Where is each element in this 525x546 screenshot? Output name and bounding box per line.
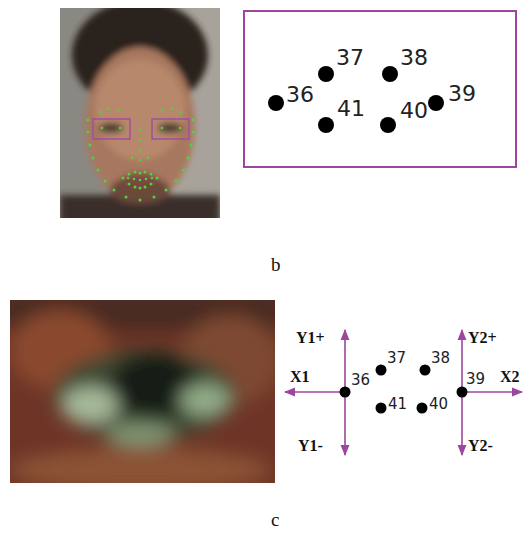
axis-label: Y2+ <box>468 330 497 346</box>
subfigure-letter: b <box>271 255 281 274</box>
landmark-dots <box>340 365 468 414</box>
landmark-number: 36 <box>286 84 314 106</box>
landmark-number: 40 <box>400 100 428 122</box>
subfigure-letter: c <box>271 510 279 529</box>
face-photo <box>60 8 220 218</box>
landmark-number: 41 <box>337 98 365 120</box>
landmark-number: 41 <box>388 397 407 412</box>
axis-label: X2 <box>500 369 520 385</box>
axis-label: Y1- <box>298 438 323 454</box>
eye-closeup <box>10 300 275 483</box>
landmark-number: 40 <box>429 397 448 412</box>
landmark-number: 37 <box>336 47 364 69</box>
landmark-number: 38 <box>431 351 450 366</box>
axis-arrows <box>285 330 522 455</box>
landmark-number: 39 <box>448 83 476 105</box>
landmark-number: 39 <box>466 372 485 387</box>
axis-label: Y1+ <box>296 330 325 346</box>
landmark-box: 36 37 38 41 40 39 <box>243 10 517 168</box>
axis-label: Y2- <box>468 438 493 454</box>
axis-label: X1 <box>290 369 310 385</box>
landmark-number: 38 <box>400 47 428 69</box>
landmark-number: 36 <box>351 373 370 388</box>
landmark-number: 37 <box>387 351 406 366</box>
